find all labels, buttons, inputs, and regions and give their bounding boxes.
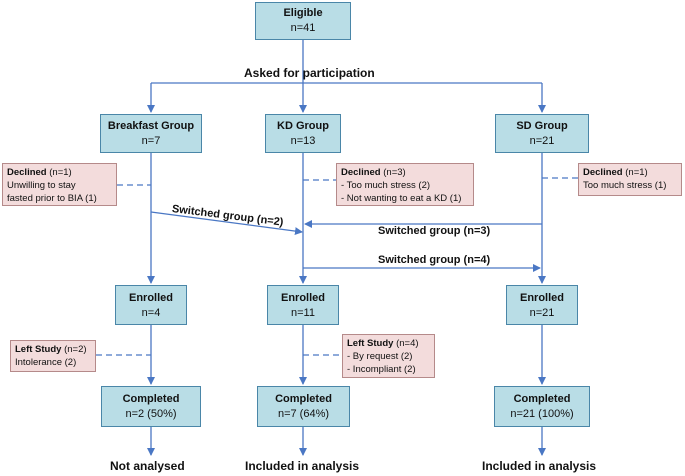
completed-sd-count: n=21 (100%) bbox=[510, 408, 574, 420]
outcome-sd: Included in analysis bbox=[482, 459, 597, 473]
kd-group-count: n=13 bbox=[290, 135, 316, 147]
declined-sd-count: (n=1) bbox=[622, 167, 648, 178]
enrolled-breakfast-box: Enrolled n=4 bbox=[115, 285, 187, 325]
eligible-box: Eligible n=41 bbox=[255, 2, 351, 40]
eligible-count: n=41 bbox=[290, 22, 316, 34]
left-study-kd-note: Left Study (n=4) - By request (2) - Inco… bbox=[342, 334, 435, 378]
sd-group-box: SD Group n=21 bbox=[495, 114, 589, 153]
declined-kd-line-1: - Too much stress (2) bbox=[341, 180, 431, 191]
arrow-switch-bf-kd bbox=[150, 211, 303, 236]
enrolled-kd-box: Enrolled n=11 bbox=[267, 285, 339, 325]
declined-kd-line-2: - Not wanting to eat a KD (1) bbox=[341, 193, 462, 204]
enrolled-kd-title: Enrolled bbox=[280, 292, 325, 304]
left-kd-title: Left Study bbox=[347, 338, 394, 349]
enrolled-sd-box: Enrolled n=21 bbox=[506, 285, 578, 325]
declined-sd-note: Declined (n=1) Too much stress (1) bbox=[578, 163, 682, 196]
completed-kd-count: n=7 (64%) bbox=[277, 408, 330, 420]
declined-breakfast-note: Declined (n=1) Unwilling to stay fasted … bbox=[2, 163, 117, 206]
declined-sd-title: Declined bbox=[583, 167, 623, 178]
sd-group-title: SD Group bbox=[516, 120, 568, 132]
completed-sd-box: Completed n=21 (100%) bbox=[494, 386, 590, 427]
completed-sd-title: Completed bbox=[513, 393, 571, 405]
outcome-kd: Included in analysis bbox=[245, 459, 360, 473]
declined-bf-count: (n=1) bbox=[46, 167, 72, 178]
left-kd-line-1: - By request (2) bbox=[347, 351, 413, 362]
kd-group-box: KD Group n=13 bbox=[265, 114, 341, 153]
completed-kd-box: Completed n=7 (64%) bbox=[257, 386, 350, 427]
left-kd-line-2: - Incompliant (2) bbox=[347, 364, 416, 375]
breakfast-group-box: Breakfast Group n=7 bbox=[100, 114, 202, 153]
left-study-breakfast-note: Left Study (n=2) Intolerance (2) bbox=[10, 340, 96, 372]
declined-sd-line-1: Too much stress (1) bbox=[583, 180, 667, 191]
switched-sd-kd-label: Switched group (n=3) bbox=[378, 225, 491, 237]
breakfast-group-title: Breakfast Group bbox=[107, 120, 195, 132]
outcome-breakfast: Not analysed bbox=[110, 459, 185, 473]
completed-bf-title: Completed bbox=[122, 393, 180, 405]
completed-breakfast-box: Completed n=2 (50%) bbox=[101, 386, 201, 427]
eligible-title: Eligible bbox=[283, 7, 323, 19]
asked-label: Asked for participation bbox=[244, 66, 375, 80]
enrolled-kd-count: n=11 bbox=[291, 307, 315, 319]
sd-group-count: n=21 bbox=[529, 135, 555, 147]
enrolled-bf-count: n=4 bbox=[141, 307, 161, 319]
left-bf-line-1: Intolerance (2) bbox=[15, 357, 77, 368]
switched-kd-sd-label: Switched group (n=4) bbox=[378, 254, 491, 266]
enrolled-bf-title: Enrolled bbox=[128, 292, 173, 304]
declined-kd-note: Declined (n=3) - Too much stress (2) - N… bbox=[336, 163, 474, 206]
declined-kd-title: Declined bbox=[341, 167, 381, 178]
left-bf-title: Left Study bbox=[15, 344, 62, 355]
enrolled-sd-count: n=21 bbox=[529, 307, 555, 319]
breakfast-group-count: n=7 bbox=[141, 135, 161, 147]
kd-group-title: KD Group bbox=[277, 120, 329, 132]
left-kd-count: (n=4) bbox=[393, 338, 419, 349]
completed-kd-title: Completed bbox=[275, 393, 332, 405]
completed-bf-count: n=2 (50%) bbox=[125, 408, 177, 420]
declined-bf-title: Declined bbox=[7, 167, 47, 178]
left-bf-count: (n=2) bbox=[61, 344, 87, 355]
declined-bf-line-2: fasted prior to BIA (1) bbox=[7, 193, 97, 204]
enrolled-sd-title: Enrolled bbox=[519, 292, 564, 304]
declined-kd-count: (n=3) bbox=[380, 167, 406, 178]
declined-bf-line-1: Unwilling to stay bbox=[7, 180, 76, 191]
